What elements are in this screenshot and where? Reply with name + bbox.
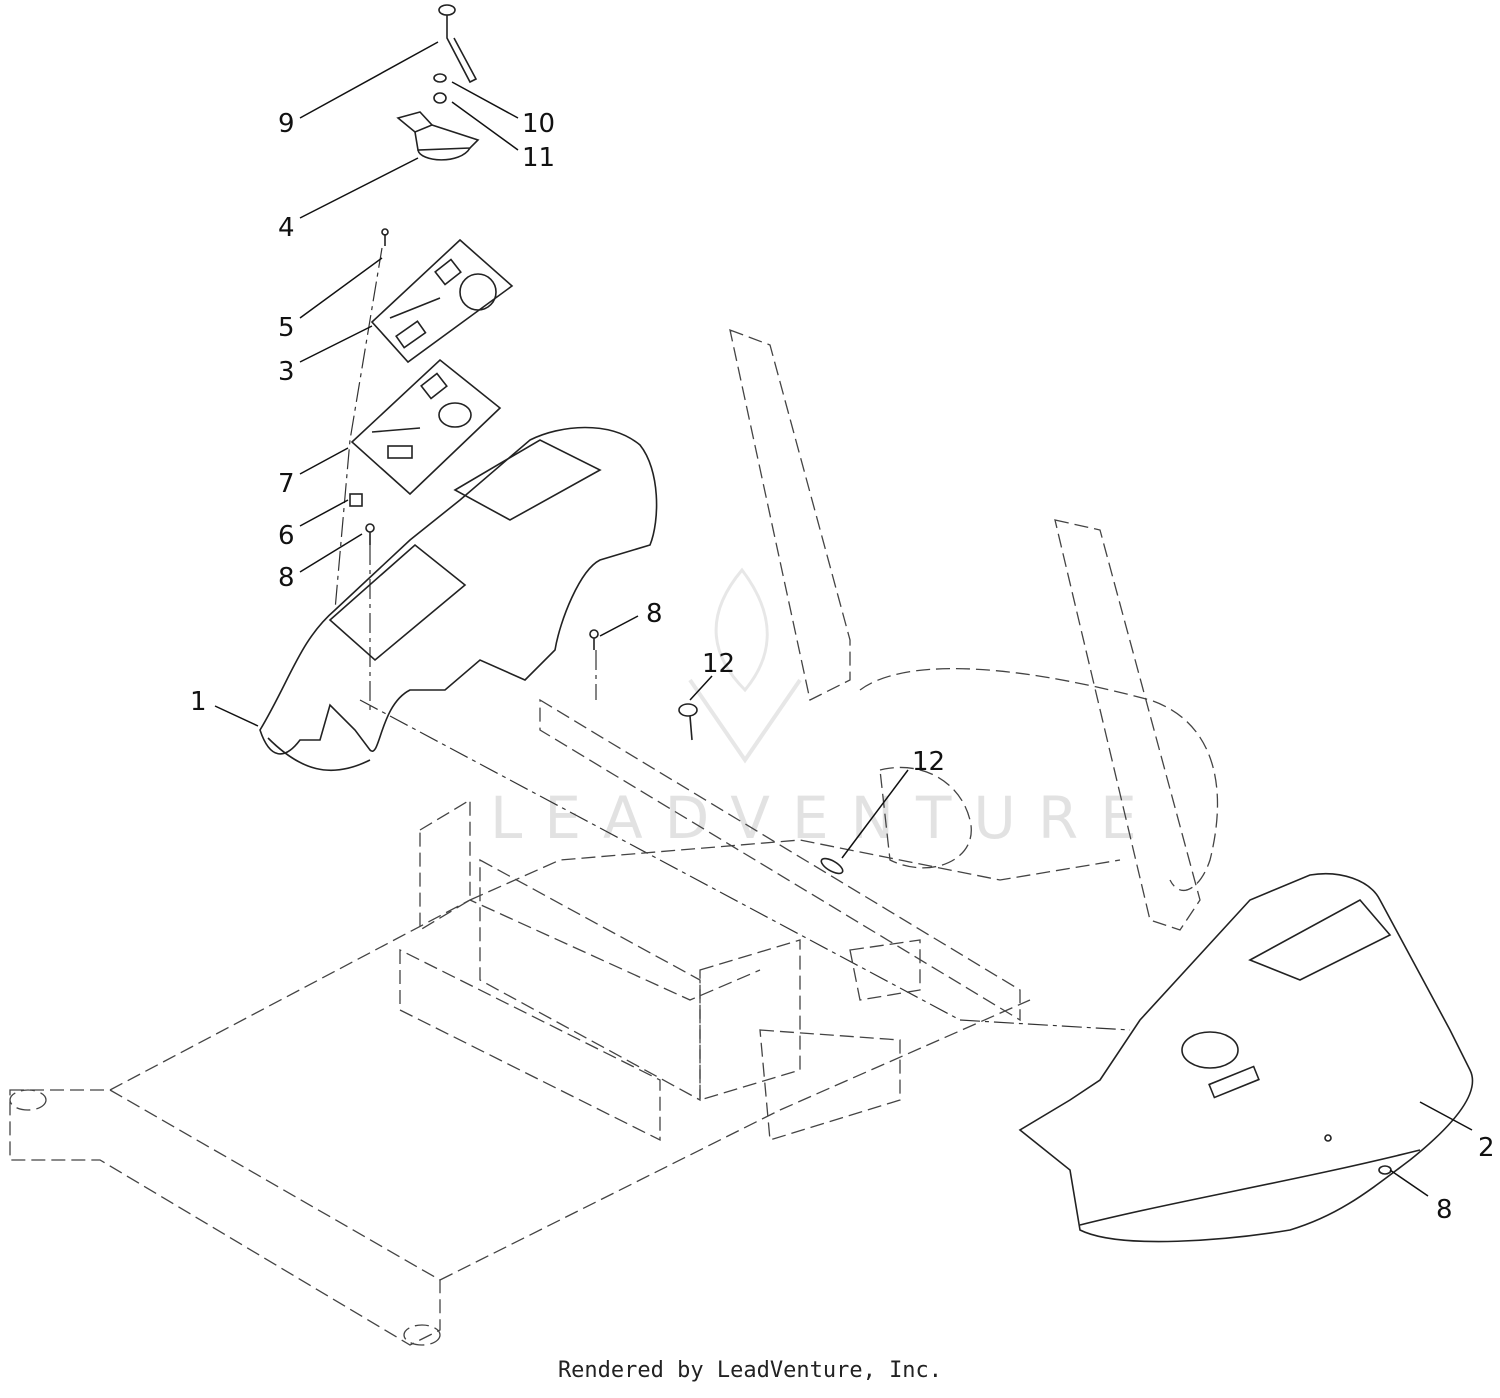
callout-3: 3 [278, 357, 295, 387]
part-10-washer [433, 73, 447, 83]
part-6-clip [349, 493, 363, 507]
frame-structure [9, 328, 1219, 1346]
callout-5: 5 [278, 313, 295, 343]
part-3-control-plate [370, 238, 514, 364]
callout-7: 7 [278, 469, 295, 499]
callout-2: 2 [1478, 1133, 1495, 1163]
callout-6: 6 [278, 521, 295, 551]
centerline-mount [359, 699, 1131, 1031]
part-9-lever [438, 4, 478, 84]
footer-credit: Rendered by LeadVenture, Inc. [557, 1358, 943, 1383]
callout-8-lower: 8 [1436, 1195, 1453, 1225]
part-5-screw [381, 228, 389, 246]
part-7-panel [350, 358, 502, 496]
callout-9: 9 [278, 109, 295, 139]
leader-lines [214, 41, 1473, 1197]
centerline-left [334, 247, 383, 611]
part-2-right-console [1018, 872, 1474, 1243]
callout-11: 11 [522, 143, 555, 173]
callout-8-middle: 8 [646, 599, 663, 629]
callout-10: 10 [522, 109, 555, 139]
callout-12-left: 12 [702, 649, 735, 679]
part-12-clip-a [678, 703, 698, 741]
callout-8-upper: 8 [278, 563, 295, 593]
part-4-throttle [396, 111, 480, 161]
part-8-screw-c [1324, 1134, 1392, 1175]
callout-4: 4 [278, 213, 295, 243]
callout-12-right: 12 [912, 747, 945, 777]
part-8-screw-a [365, 523, 375, 545]
watermark-text: LEADVENTURE [490, 784, 1159, 852]
callout-labels: 9 10 11 4 5 3 7 6 8 8 1 12 12 2 8 [190, 109, 1495, 1225]
part-8-screw-b [589, 629, 599, 650]
part-1-left-console [259, 426, 658, 772]
watermark-logo [688, 567, 802, 764]
callout-1: 1 [190, 687, 207, 717]
part-12-clip-b [820, 857, 844, 875]
part-11-nut [433, 92, 447, 104]
